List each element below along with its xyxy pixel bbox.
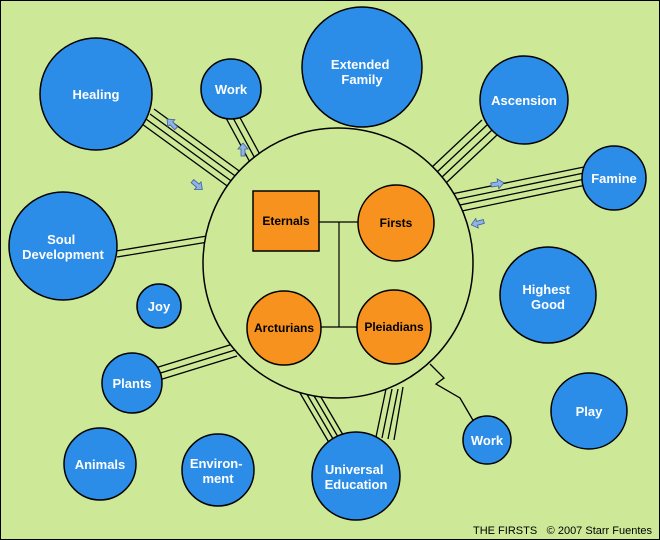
work-bottom-label: Work bbox=[471, 433, 504, 448]
core-node-pleiadians: Pleiadians bbox=[356, 289, 432, 365]
soul-development-label: Soul Development bbox=[22, 232, 104, 262]
extended-family-label: Extended Family bbox=[331, 57, 393, 87]
work-bottom-circle bbox=[462, 415, 512, 465]
node-joy: Joy bbox=[136, 283, 182, 329]
node-famine: Famine bbox=[581, 145, 647, 211]
plants-circle bbox=[101, 352, 163, 414]
universal-education-label: Universal Education bbox=[325, 462, 388, 492]
core-node-arcturians: Arcturians bbox=[246, 290, 322, 366]
node-play: Play bbox=[550, 372, 628, 450]
animals-label: Animals bbox=[75, 457, 126, 472]
diagram-title: THE FIRSTS bbox=[473, 525, 537, 537]
joy-label: Joy bbox=[148, 299, 171, 314]
highest-good-circle bbox=[499, 246, 597, 344]
work-top-label: Work bbox=[215, 82, 248, 97]
plants-label: Plants bbox=[112, 376, 151, 391]
node-work-bottom: Work bbox=[462, 415, 512, 465]
connector-famine bbox=[431, 166, 587, 217]
copyright-text: © 2007 Starr Fuentes bbox=[547, 525, 653, 537]
joy-circle bbox=[136, 283, 182, 329]
pleiadians-label: Pleiadians bbox=[364, 320, 424, 334]
environment-label: Environ- ment bbox=[190, 456, 246, 486]
arrow-up-icon bbox=[237, 142, 249, 157]
highest-good-label: Highest Good bbox=[522, 282, 573, 312]
firsts-label: Firsts bbox=[380, 216, 413, 230]
firsts-circle bbox=[357, 184, 435, 262]
node-environment: Environ- ment bbox=[181, 433, 255, 507]
arrow-right-icon bbox=[490, 178, 505, 190]
pleiadians-circle bbox=[356, 289, 432, 365]
node-work-top: Work bbox=[200, 58, 262, 120]
node-healing: Healing bbox=[39, 37, 153, 151]
node-ascension: Ascension bbox=[479, 55, 569, 145]
arrow-up-left-icon bbox=[166, 118, 179, 131]
arrow-down-right-icon bbox=[190, 179, 203, 190]
extended-family-circle bbox=[301, 6, 423, 128]
node-universal-education: Universal Education bbox=[311, 431, 401, 521]
core-connectors bbox=[319, 221, 358, 328]
soul-development-circle bbox=[8, 191, 118, 301]
eternals-label: Eternals bbox=[262, 214, 310, 228]
arrow-left-icon bbox=[470, 217, 485, 229]
connector-work-bottom bbox=[429, 363, 475, 423]
connector-plants bbox=[151, 343, 238, 382]
ascension-circle bbox=[479, 55, 569, 145]
core-node-firsts: Firsts bbox=[357, 184, 435, 262]
topic-bubbles: Healing Work Extended Family Ascension bbox=[8, 6, 647, 521]
connector-healing bbox=[141, 108, 243, 189]
central-circle bbox=[202, 127, 474, 399]
famine-label: Famine bbox=[591, 171, 637, 186]
arcturians-label: Arcturians bbox=[254, 321, 314, 335]
connector-universal-education bbox=[299, 386, 404, 447]
arrows bbox=[166, 118, 505, 229]
healing-label: Healing bbox=[73, 87, 120, 102]
node-plants: Plants bbox=[101, 352, 163, 414]
arcturians-circle bbox=[246, 290, 322, 366]
universal-education-circle bbox=[311, 431, 401, 521]
node-soul-development: Soul Development bbox=[8, 191, 118, 301]
play-circle bbox=[550, 372, 628, 450]
ascension-label: Ascension bbox=[491, 93, 557, 108]
node-extended-family: Extended Family bbox=[301, 6, 423, 128]
work-top-circle bbox=[200, 58, 262, 120]
node-highest-good: Highest Good bbox=[499, 246, 597, 344]
node-animals: Animals bbox=[63, 427, 137, 501]
connector-soul-development bbox=[115, 235, 209, 258]
animals-circle bbox=[63, 427, 137, 501]
core-node-eternals: Eternals bbox=[252, 190, 320, 252]
environment-circle bbox=[181, 433, 255, 507]
eternals-box bbox=[252, 190, 320, 252]
healing-circle bbox=[39, 37, 153, 151]
famine-circle bbox=[581, 145, 647, 211]
play-label: Play bbox=[576, 404, 604, 419]
